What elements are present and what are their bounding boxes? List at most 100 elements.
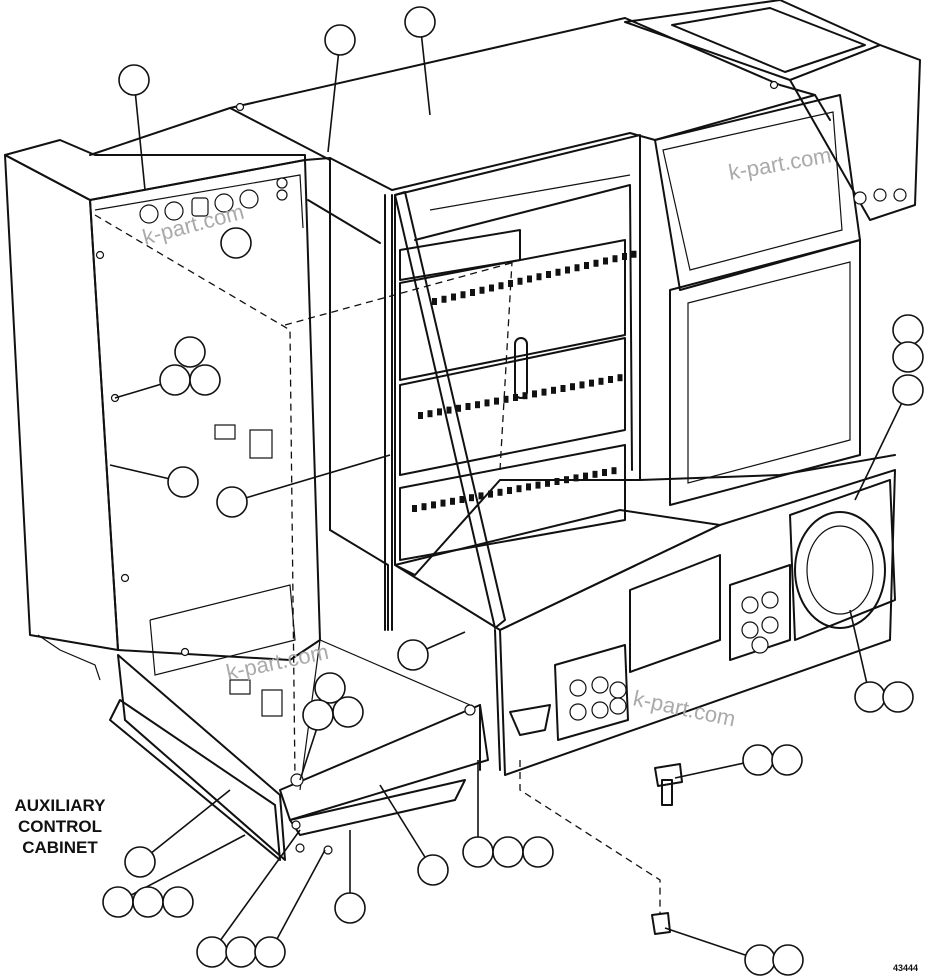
callout-bubble (462, 836, 494, 868)
panel-slot (579, 381, 585, 389)
panel-slot (622, 253, 627, 260)
callout-bubble (742, 744, 774, 776)
auxiliary-cabinet-drawing (4, 139, 516, 861)
panel-slot (469, 494, 474, 502)
panel-slot (456, 404, 461, 412)
callout-bubble (220, 227, 252, 259)
panel-slot (554, 478, 560, 485)
callout-bubble (332, 696, 364, 728)
panel-slot (541, 388, 547, 396)
panel-slot (489, 284, 494, 292)
panel-slots (412, 250, 637, 512)
callout-bubble (167, 466, 199, 498)
callout-leader (664, 927, 761, 961)
callout-bubble (174, 336, 206, 368)
callout-bubble (124, 846, 156, 878)
panel-slot (532, 390, 537, 398)
panel-slot (427, 410, 433, 418)
panel-slot (507, 487, 512, 494)
callout-leader (211, 829, 301, 953)
callout-bubble (854, 681, 886, 713)
main-frame-drawing (89, 0, 921, 935)
panel-slot (536, 273, 542, 281)
panel-slot (484, 399, 490, 407)
callout-bubble (162, 886, 194, 918)
panel-slot (446, 406, 452, 414)
panel-slot (522, 392, 528, 400)
panel-slot (555, 268, 561, 276)
callout-bubble (892, 374, 924, 406)
callout-bubble (334, 892, 366, 924)
callout-bubble (522, 836, 554, 868)
panel-slot (475, 401, 480, 409)
panel-slot (584, 262, 589, 269)
panel-slot (431, 501, 436, 509)
panel-slot (611, 467, 617, 475)
callout-leader (327, 39, 341, 153)
panel-slot (516, 485, 522, 493)
panel-slot (593, 259, 599, 267)
callout-bubble (417, 854, 449, 886)
panel-slot (546, 271, 551, 278)
callout-bubble (254, 936, 286, 968)
figure-number: 43444 (893, 963, 919, 973)
label-line-3: CABINET (22, 838, 98, 857)
callout-bubble (189, 364, 221, 396)
panel-slot (460, 291, 466, 299)
panel-slot (570, 383, 575, 391)
label-line-1: AUXILIARY (14, 796, 106, 815)
panel-slot (508, 280, 513, 287)
panel-slot (545, 479, 550, 487)
panel-slot (598, 377, 604, 385)
panel-slot (565, 266, 570, 274)
panel-slot (418, 412, 423, 419)
panel-slot (488, 490, 493, 498)
panel-slot (617, 374, 623, 382)
panel-slot (450, 497, 455, 505)
auxiliary-control-cabinet-label: AUXILIARY CONTROL CABINET (5, 795, 115, 858)
callout-bubble (892, 314, 924, 346)
callout-bubble (492, 836, 524, 868)
panel-slot (608, 376, 613, 383)
callout-leader (854, 389, 909, 501)
panel-slot (503, 395, 509, 403)
panel-slot (451, 293, 456, 301)
callout-bubble (102, 886, 134, 918)
callout-bubble (132, 886, 164, 918)
panel-slot (560, 385, 566, 392)
panel-slot (478, 492, 484, 500)
panel-slot (479, 286, 485, 294)
panel-slot (592, 470, 598, 478)
label-line-2: CONTROL (17, 817, 103, 836)
panel-slot (526, 483, 531, 491)
callout-bubble (397, 639, 429, 671)
callout-bubble (196, 936, 228, 968)
callout-bubble (302, 699, 334, 731)
callout-bubble (216, 486, 248, 518)
callout-bubble (314, 672, 346, 704)
panel-slot (551, 386, 556, 394)
callout-leader (379, 784, 434, 871)
panel-slot (441, 295, 447, 303)
panel-slot (573, 474, 579, 482)
panel-slot (470, 289, 475, 296)
callout-bubble (225, 936, 257, 968)
panel-slot (564, 476, 569, 484)
panel-slot (574, 264, 580, 272)
watermark-2: k-part.com (727, 142, 834, 185)
callout-bubble (159, 364, 191, 396)
callout-leader (231, 454, 391, 503)
panel-slot (437, 408, 442, 416)
callout-leader (269, 849, 326, 953)
panel-slot (497, 488, 503, 496)
panel-slot (494, 397, 499, 405)
callout-bubble (324, 24, 356, 56)
panel-slot (631, 250, 637, 258)
callout-leader (139, 789, 231, 863)
panel-slot (527, 275, 532, 283)
callout-bubble (882, 681, 914, 713)
callout-bubble (744, 944, 776, 976)
panel-slot (412, 505, 417, 512)
